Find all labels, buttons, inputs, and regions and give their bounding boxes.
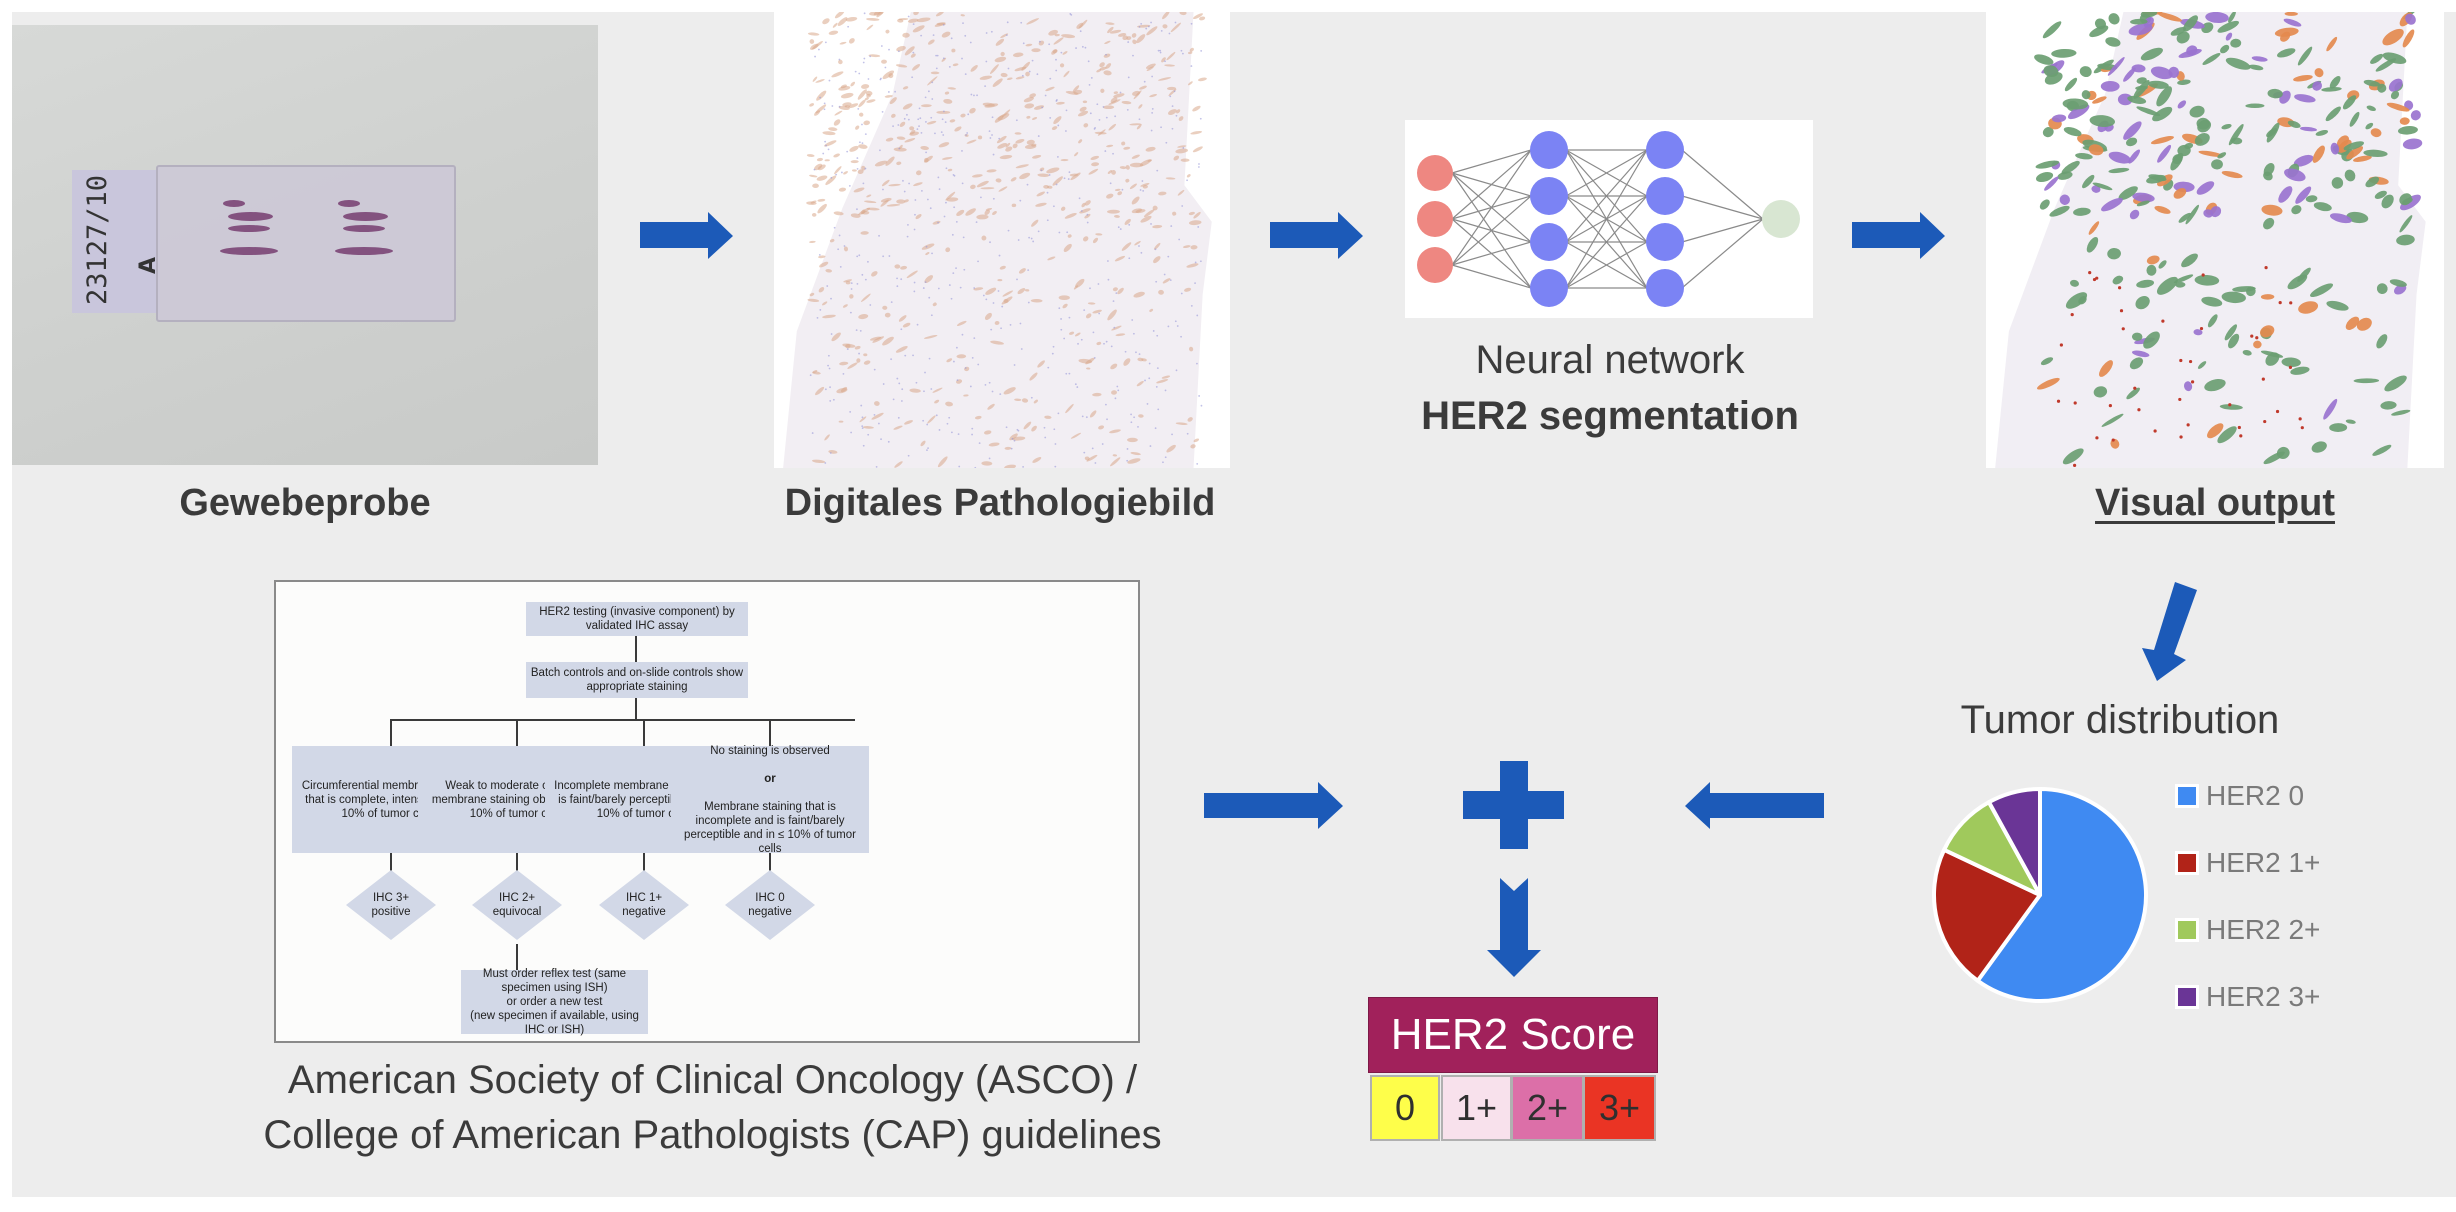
legend-label: HER2 0	[2206, 780, 2305, 811]
hidden-node	[1646, 177, 1684, 215]
score-cell-3plus: 3+	[1583, 1075, 1656, 1141]
hidden-node	[1646, 269, 1684, 307]
score-cell-1plus: 1+	[1441, 1075, 1512, 1141]
legend-item: HER2 3+	[2175, 977, 2320, 1017]
pie-title: Tumor distribution	[1960, 698, 2280, 742]
score-cell-0: 0	[1370, 1075, 1440, 1141]
flow-diamond-label: IHC 3+positive	[371, 892, 411, 918]
slide-label: 23127/10 A	[72, 170, 161, 313]
hidden-node	[1530, 269, 1568, 307]
arrow-down-icon	[1487, 878, 1541, 977]
legend-label: HER2 2+	[2206, 914, 2321, 945]
flow-diamond	[725, 870, 815, 940]
hidden-node	[1530, 223, 1568, 261]
legend-item: HER2 2+	[2175, 910, 2320, 950]
hidden-node	[1530, 131, 1568, 169]
flow-diamond	[599, 870, 689, 940]
plus-icon	[1463, 761, 1564, 849]
legend-item: HER2 1+	[2175, 843, 2320, 883]
reflex-text: Must order reflex test (same specimen us…	[470, 968, 639, 1036]
flow-box-controls: Batch controls and on-slide controls sho…	[526, 662, 748, 698]
input-node	[1417, 247, 1453, 283]
arrow-left-icon	[1685, 782, 1824, 829]
glass-slide: 23127/10 A	[72, 165, 456, 322]
visual-output-image	[1986, 12, 2444, 468]
guidelines-caption-line2: College of American Pathologists (CAP) g…	[263, 1113, 1162, 1157]
flow-diamond	[346, 870, 436, 940]
arrow-down-left-icon	[2142, 582, 2197, 681]
slide-id: 23127/10	[82, 174, 113, 305]
hidden-node	[1646, 223, 1684, 261]
arrow-right-icon	[640, 212, 733, 259]
output-node	[1762, 200, 1800, 238]
input-node	[1417, 201, 1453, 237]
neural-network-diagram	[1405, 120, 1813, 318]
legend-item: HER2 0	[2175, 776, 2304, 816]
flow-diamond-label: IHC 1+negative	[622, 892, 666, 918]
pie-slice-her2-3-	[1986, 787, 2042, 897]
legend-swatch	[2175, 784, 2199, 808]
score-cell-2plus: 2+	[1511, 1075, 1584, 1141]
legend-swatch	[2175, 985, 2199, 1009]
digital-pathology-image	[774, 12, 1230, 468]
arrow-right-icon	[1270, 212, 1363, 259]
flow-box-reflex: Must order reflex test (same specimen us…	[461, 968, 648, 1036]
guidelines-caption-line1: American Society of Clinical Oncology (A…	[287, 1058, 1138, 1102]
asco-cap-flowchart: HER2 testing (invasive component) by val…	[274, 580, 1140, 1043]
tissue-slide-photo: 23127/10 A	[12, 25, 598, 465]
tumor-distribution-pie	[1932, 787, 2148, 1003]
hidden-node	[1530, 177, 1568, 215]
slide-glass	[156, 165, 456, 322]
flow-diamond	[472, 870, 562, 940]
legend-label: HER2 3+	[2206, 981, 2321, 1012]
pie-slice-her2-0	[1975, 787, 2148, 1003]
flow-box-top: HER2 testing (invasive component) by val…	[526, 602, 748, 636]
label-her2-segmentation: HER2 segmentation	[1421, 394, 1799, 438]
legend-swatch	[2175, 918, 2199, 942]
label-tissue-sample: Gewebeprobe	[179, 482, 431, 524]
label-digital-image: Digitales Pathologiebild	[784, 482, 1216, 524]
label-neural-network: Neural network	[1475, 338, 1745, 382]
arrow-right-icon	[1204, 782, 1343, 829]
her2-score-title: HER2 Score	[1368, 997, 1658, 1073]
hidden-node	[1646, 131, 1684, 169]
legend-label: HER2 1+	[2206, 847, 2321, 878]
arrow-right-icon	[1852, 212, 1945, 259]
flow-diamond-label: IHC 2+equivocal	[492, 892, 542, 918]
legend-swatch	[2175, 851, 2199, 875]
label-visual-output: Visual output	[2095, 482, 2335, 524]
input-node	[1417, 155, 1453, 191]
